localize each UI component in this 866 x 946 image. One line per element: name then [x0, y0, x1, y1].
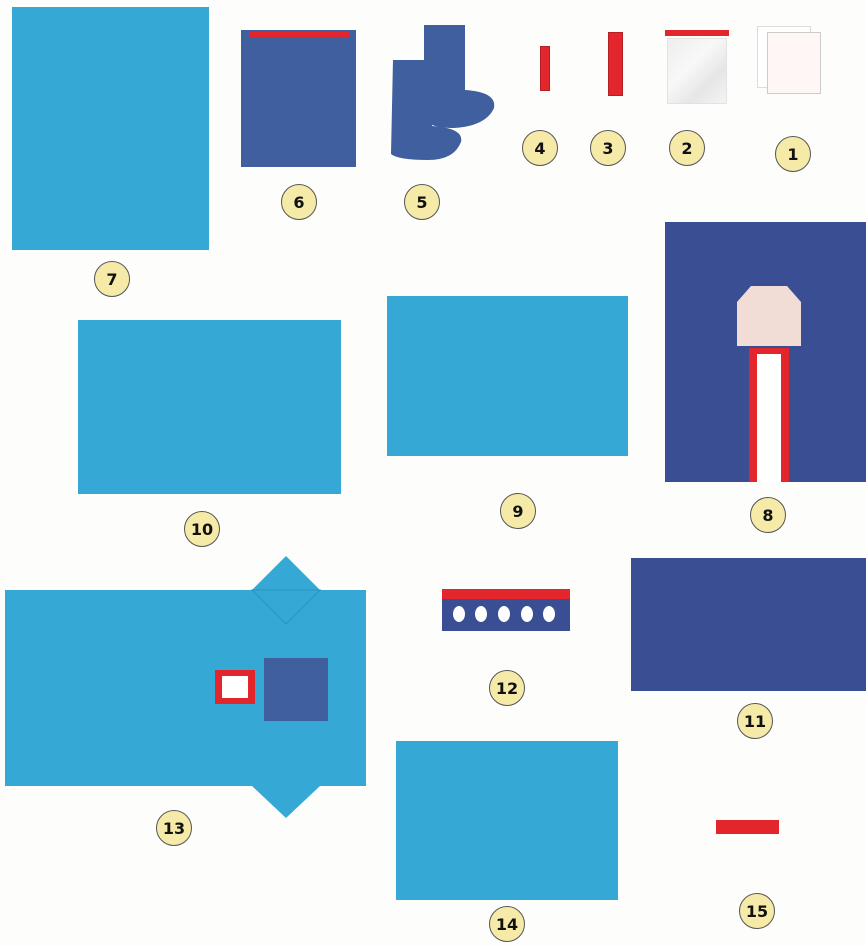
number-badge-14: 14	[489, 906, 525, 942]
small-red-tape-strip	[540, 46, 550, 91]
light-blue-drape-medium	[387, 296, 628, 456]
red-tape-strip	[608, 32, 623, 96]
dark-blue-bag	[241, 30, 356, 167]
slot-opening	[757, 354, 781, 482]
fenestrated-drape	[665, 222, 866, 482]
number-badge-6: 6	[281, 184, 317, 220]
dark-blue-drape	[631, 558, 866, 691]
large-drape-with-tabs	[5, 556, 371, 820]
number-badge-5: 5	[404, 184, 440, 220]
light-blue-drape-wide	[78, 320, 341, 494]
number-badge-3: 3	[590, 130, 626, 166]
red-tape-horizontal	[716, 820, 779, 834]
number-badge-2: 2	[669, 130, 705, 166]
number-badge-8: 8	[750, 497, 786, 533]
number-badge-13: 13	[156, 810, 192, 846]
adhesive-patch	[737, 286, 801, 346]
number-badge-9: 9	[500, 493, 536, 529]
number-badge-4: 4	[522, 130, 558, 166]
light-blue-drape-bottom	[396, 741, 618, 900]
paper-sheets	[757, 26, 821, 96]
number-badge-1: 1	[775, 136, 811, 172]
number-badge-12: 12	[489, 670, 525, 706]
shoe-covers	[388, 22, 498, 162]
number-badge-10: 10	[184, 511, 220, 547]
clear-bag	[665, 30, 729, 106]
number-badge-11: 11	[737, 703, 773, 739]
light-blue-drape-large	[12, 7, 209, 250]
number-badge-7: 7	[94, 261, 130, 297]
number-badge-15: 15	[739, 893, 775, 929]
holder-strip	[442, 589, 570, 631]
